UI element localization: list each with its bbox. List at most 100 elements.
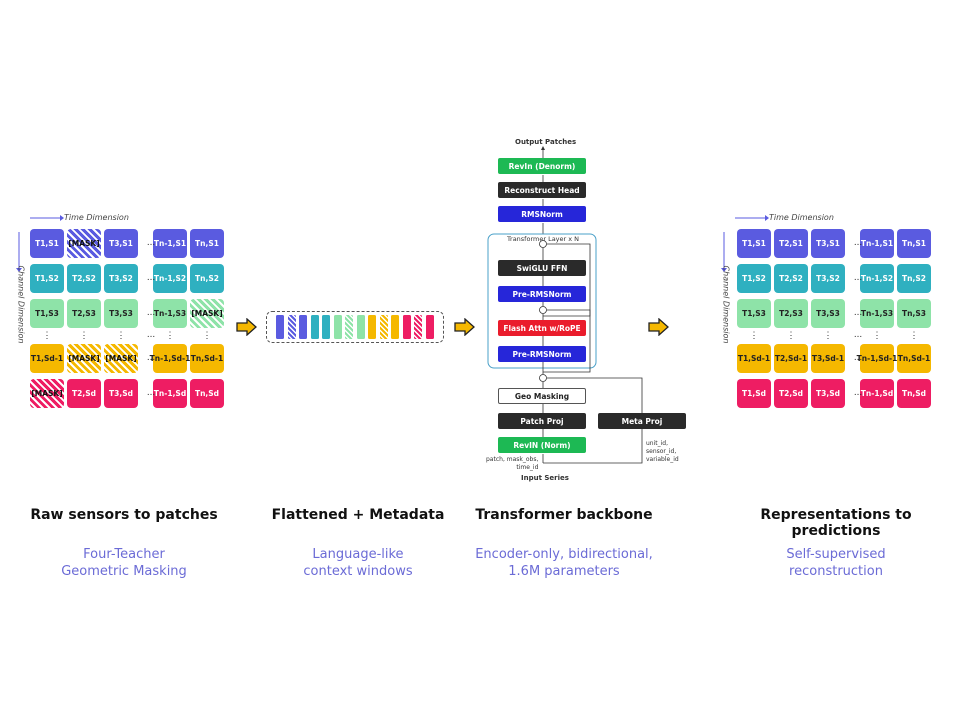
patch-cell: T3,Sd — [811, 379, 845, 408]
sequence-token — [402, 315, 411, 339]
patch-cell: T2,S2 — [774, 264, 808, 293]
geo-masking-block: Geo Masking — [498, 388, 586, 404]
output-patches-label: Output Patches — [515, 138, 577, 146]
patch-cell: Tn,Sd-1 — [897, 344, 931, 373]
patch-cell: Tn,S2 — [190, 264, 224, 293]
rmsnorm-block: RMSNorm — [498, 206, 586, 222]
ellipsis: ... — [146, 352, 156, 363]
patch-cell: T2,Sd — [67, 379, 101, 408]
patch-cell: T3,S3 — [104, 299, 138, 328]
patch-proj-block: Patch Proj — [498, 413, 586, 429]
sequence-token — [276, 315, 284, 339]
patch-cell: T1,Sd-1 — [30, 344, 64, 373]
patch-cell: Tn,S3 — [897, 299, 931, 328]
revin-denorm-block: RevIn (Denorm) — [498, 158, 586, 174]
channel-axis-arrow — [16, 232, 22, 272]
sequence-token — [379, 315, 388, 339]
sequence-token — [425, 315, 434, 339]
swiglu-ffn-block: SwiGLU FFN — [498, 260, 586, 276]
patch-cell: Tn,S2 — [897, 264, 931, 293]
ellipsis: ... — [853, 329, 863, 340]
masked-patch: [MASK] — [190, 299, 224, 328]
masked-patch: [MASK] — [67, 229, 101, 258]
arrow-right-icon — [454, 318, 475, 336]
vertical-ellipsis: ⋮ — [749, 330, 759, 340]
masked-patch: [MASK] — [104, 344, 138, 373]
masked-patch: [MASK] — [67, 344, 101, 373]
sequence-token — [391, 315, 399, 339]
ellipsis: ... — [146, 307, 156, 318]
stage-subtitle-4: Self-supervised reconstruction — [786, 547, 886, 579]
ellipsis: ... — [146, 387, 156, 398]
patch-cell: Tn-1,S3 — [153, 299, 187, 328]
patch-cell: Tn-1,S2 — [860, 264, 894, 293]
patch-cell: T3,S1 — [811, 229, 845, 258]
sequence-token — [310, 315, 319, 339]
stage-title-1: Raw sensors to patches — [30, 507, 218, 523]
sequence-token — [345, 315, 353, 339]
ellipsis: ... — [853, 237, 863, 248]
patch-cell: T2,S3 — [774, 299, 808, 328]
patch-cell: T3,Sd-1 — [811, 344, 845, 373]
patch-cell: T2,S1 — [774, 229, 808, 258]
patch-cell: T1,S3 — [30, 299, 64, 328]
patch-cell: Tn,Sd — [190, 379, 224, 408]
time-dimension-label: Time Dimension — [64, 213, 129, 222]
vertical-ellipsis: ⋮ — [79, 330, 89, 340]
patch-cell: Tn-1,S1 — [860, 229, 894, 258]
patch-cell: T2,S2 — [67, 264, 101, 293]
patch-cell: T1,Sd — [737, 379, 771, 408]
patch-cell: T2,Sd-1 — [774, 344, 808, 373]
time-dimension-label: Time Dimension — [769, 213, 834, 222]
stage-subtitle-1: Four-Teacher Geometric Masking — [61, 547, 187, 579]
time-axis-arrow — [30, 215, 64, 221]
ellipsis: ... — [853, 272, 863, 283]
patch-cell: T1,S1 — [30, 229, 64, 258]
backbone-connectors — [487, 146, 643, 464]
sequence-token — [333, 315, 342, 339]
channel-dimension-label: Channel Dimension — [16, 265, 26, 344]
vertical-ellipsis: ⋮ — [786, 330, 796, 340]
stage-title-4: Representations to predictions — [760, 507, 912, 539]
patch-cell: Tn,S1 — [190, 229, 224, 258]
patch-cell: Tn-1,Sd — [860, 379, 894, 408]
transformer-layer-label: Transformer Layer x N — [507, 235, 580, 243]
revin-norm-block: RevIN (Norm) — [498, 437, 586, 453]
stage-subtitle-2: Language-like context windows — [303, 547, 413, 579]
pre-rmsnorm-top-block: Pre-RMSNorm — [498, 286, 586, 302]
stage-title-3: Transformer backbone — [475, 507, 653, 523]
vertical-ellipsis: ⋮ — [202, 330, 212, 340]
channel-dimension-label: Channel Dimension — [721, 265, 731, 344]
patch-cell: T3,S2 — [104, 264, 138, 293]
time-axis-arrow — [735, 215, 769, 221]
sequence-token — [322, 315, 330, 339]
pre-rmsnorm-bottom-block: Pre-RMSNorm — [498, 346, 586, 362]
ellipsis: ... — [146, 329, 156, 340]
vertical-ellipsis: ⋮ — [872, 330, 882, 340]
patch-cell: T1,S3 — [737, 299, 771, 328]
vertical-ellipsis: ⋮ — [116, 330, 126, 340]
stage-title-2: Flattened + Metadata — [271, 507, 445, 523]
patch-cell: T3,S3 — [811, 299, 845, 328]
patch-cell: T2,S3 — [67, 299, 101, 328]
patch-cell: T1,S1 — [737, 229, 771, 258]
patch-cell: T1,S2 — [30, 264, 64, 293]
patch-cell: Tn,Sd-1 — [190, 344, 224, 373]
patch-cell: Tn,S1 — [897, 229, 931, 258]
ellipsis: ... — [146, 272, 156, 283]
sequence-token — [287, 315, 296, 339]
ellipsis: ... — [853, 307, 863, 318]
sequence-token — [356, 315, 365, 339]
flash-attn-block: Flash Attn w/RoPE — [498, 320, 586, 336]
vertical-ellipsis: ⋮ — [165, 330, 175, 340]
sequence-token — [368, 315, 376, 339]
meta-inputs-label: unit_id, sensor_id, variable_id — [646, 440, 679, 463]
patch-cell: Tn-1,Sd-1 — [150, 344, 190, 373]
patch-cell: Tn,Sd — [897, 379, 931, 408]
patch-cell: Tn-1,Sd — [153, 379, 187, 408]
patch-cell: Tn-1,S1 — [153, 229, 187, 258]
vertical-ellipsis: ⋮ — [42, 330, 52, 340]
reconstruct-head-block: Reconstruct Head — [498, 182, 586, 198]
sequence-token — [414, 315, 422, 339]
vertical-ellipsis: ⋮ — [909, 330, 919, 340]
